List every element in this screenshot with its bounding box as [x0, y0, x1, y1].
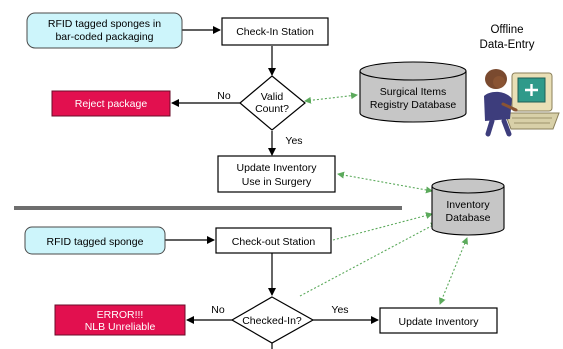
decision-valid-count-line2: Count?: [255, 103, 289, 115]
node-update-inventory-label: Update Inventory: [399, 316, 480, 328]
person-at-computer-icon: [484, 69, 560, 137]
link-updateinv-inventorydb: [439, 237, 468, 305]
edge-label-checked-no: No: [211, 304, 225, 316]
link-update-inventorydb: [337, 171, 433, 194]
decision-checked-in: Checked-In?: [230, 296, 315, 344]
node-error-line2: NLB Unreliable: [85, 321, 156, 333]
link-valid-registry: [304, 92, 358, 104]
db-inventory-line2: Database: [446, 212, 491, 224]
node-update-inventory-use-line2: Use in Surgery: [242, 176, 312, 188]
node-reject-package: Reject package: [51, 90, 171, 117]
node-rfid-tagged-packaging-line2: bar-coded packaging: [55, 31, 153, 43]
offline-entry-line2: Data-Entry: [480, 39, 535, 51]
db-surgical-items-registry-line2: Registry Database: [370, 99, 457, 111]
offline-entry-line1: Offline: [490, 24, 523, 36]
node-rfid-tagged-packaging: RFID tagged sponges in bar-coded packagi…: [26, 12, 183, 49]
node-reject-package-label: Reject package: [75, 98, 148, 110]
db-inventory-line1: Inventory: [446, 199, 490, 211]
edge-label-checked-yes: Yes: [331, 304, 348, 316]
edge-label-valid-yes: Yes: [285, 135, 302, 147]
node-rfid-tagged-sponge-label: RFID tagged sponge: [47, 236, 144, 248]
node-checkout-station: Check-out Station: [215, 227, 332, 254]
decision-valid-count-line1: Valid: [261, 91, 284, 103]
node-offline-entry: Offline Data-Entry: [480, 24, 560, 137]
node-error-line1: ERROR!!!: [97, 309, 144, 321]
node-checkout-station-label: Check-out Station: [232, 236, 316, 248]
node-update-inventory-use: Update Inventory Use in Surgery: [217, 155, 336, 193]
node-update-inventory: Update Inventory: [379, 307, 498, 334]
node-checkin-station-label: Check-In Station: [236, 26, 314, 38]
db-surgical-items-registry: Surgical Items Registry Database: [359, 61, 467, 123]
node-rfid-tagged-packaging-line1: RFID tagged sponges in: [48, 18, 161, 30]
db-inventory: Inventory Database: [431, 178, 505, 236]
node-rfid-tagged-sponge: RFID tagged sponge: [24, 226, 166, 255]
decision-valid-count: Valid Count?: [239, 75, 306, 131]
edge-label-valid-no: No: [217, 90, 231, 102]
decision-checked-in-label: Checked-In?: [242, 315, 302, 327]
node-checkin-station: Check-In Station: [221, 17, 329, 46]
link-checkout-inventorydb: [332, 212, 433, 241]
db-surgical-items-registry-line1: Surgical Items: [380, 86, 447, 98]
node-error-nlb: ERROR!!! NLB Unreliable: [54, 304, 186, 336]
node-update-inventory-use-line1: Update Inventory: [237, 162, 318, 174]
link-checked-inventorydb: [299, 222, 438, 297]
